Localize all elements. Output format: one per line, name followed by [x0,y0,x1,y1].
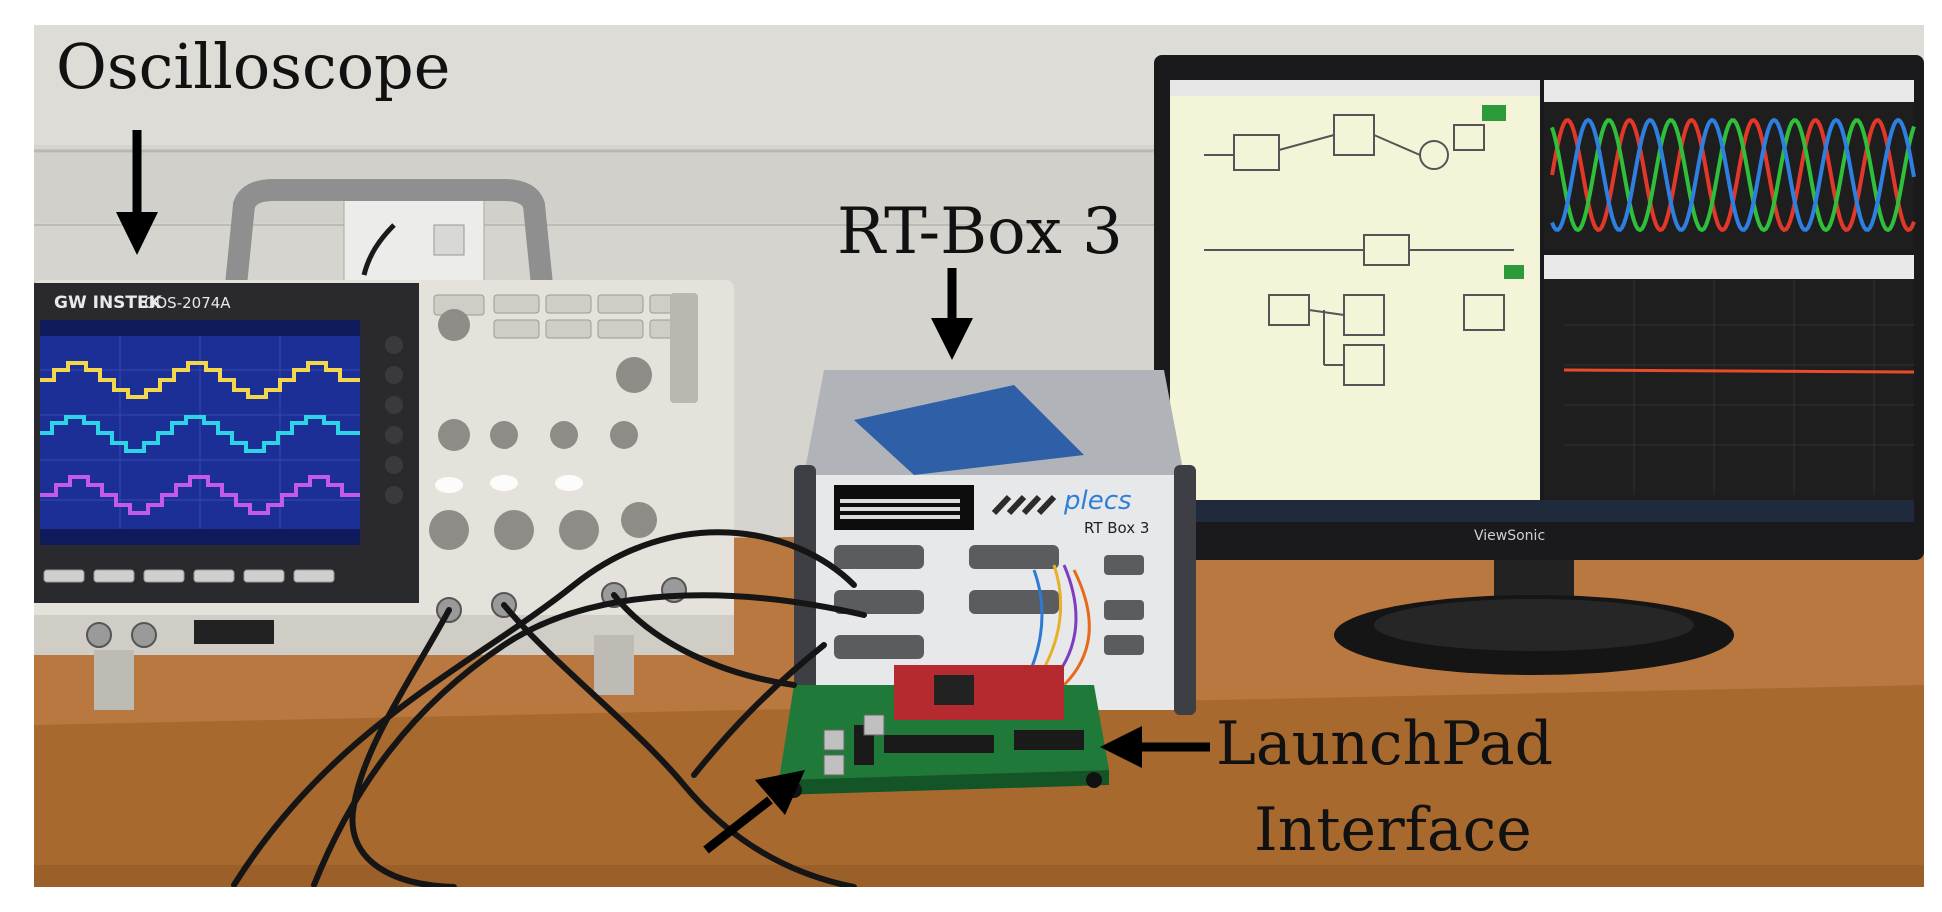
scope-brand-text: GW INSTEK [54,293,163,313]
monitor-device: ViewSonic [1154,55,1924,675]
monitor-brand-text: ViewSonic [1474,528,1545,544]
launchpad-label-line1: LaunchPad [1216,709,1554,779]
phase-sine-2 [1550,118,1916,233]
oscilloscope-device: GW INSTEK GDS-2074A [34,179,734,710]
scope-model-text: GDS-2074A [144,294,231,312]
launchpad-label-line2: Interface [1254,795,1532,865]
rtbox-model-text: RT Box 3 [1084,519,1149,537]
oscilloscope-label: Oscilloscope [56,30,451,103]
rtbox-brand-text: plecs [1063,486,1132,516]
phase-sine-3 [1550,117,1916,232]
launchpad-board [779,665,1109,798]
rtbox-label: RT-Box 3 [837,195,1123,269]
rtbox-device: plecs RT Box 3 [794,370,1196,715]
lab-photo: GW INSTEK GDS-2074A [34,25,1924,887]
